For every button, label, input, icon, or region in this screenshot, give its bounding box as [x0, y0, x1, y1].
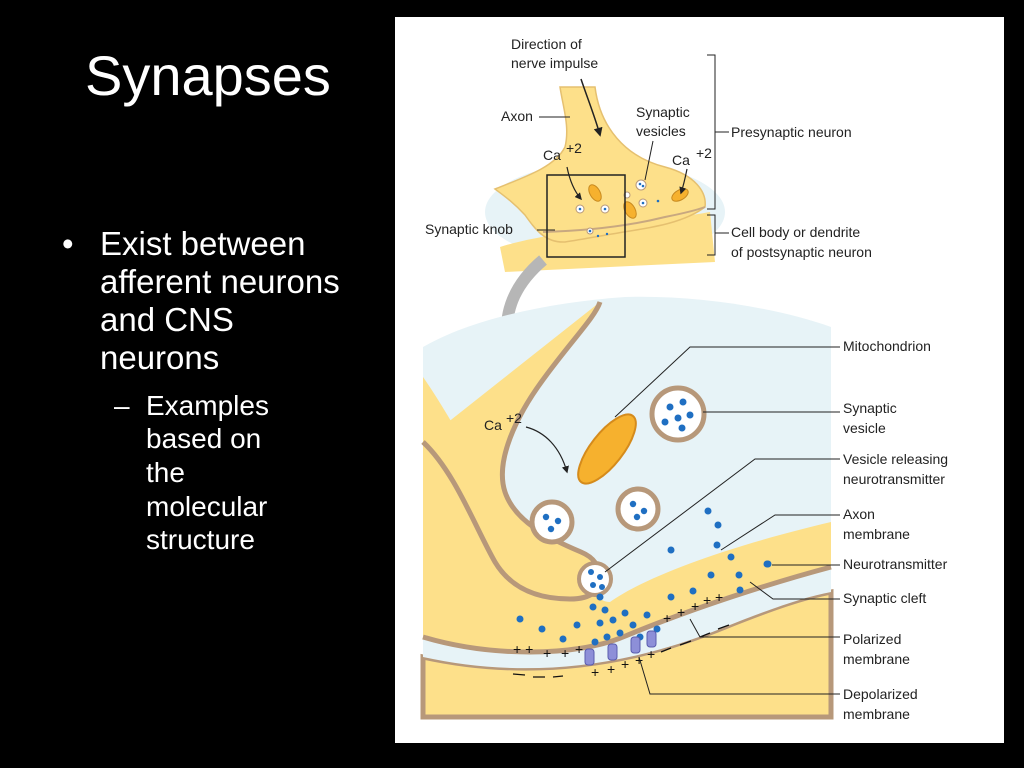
label-releasing-line1: Vesicle releasing	[843, 451, 948, 467]
svg-text:+: +	[691, 598, 699, 614]
vesicle	[649, 385, 707, 443]
detail-synaptic-cleft	[423, 567, 831, 669]
synapse-figure: Direction of nerve impulse Axon Ca +2 Sy…	[395, 17, 1004, 743]
overview-membrane-line	[542, 206, 706, 233]
label-depolarized-line2: membrane	[843, 706, 910, 722]
detail-mitochondrion	[577, 413, 637, 485]
detail-presynaptic-membrane	[422, 564, 832, 655]
label-ca-detail-exp: +2	[506, 410, 522, 426]
label-synaptic-knob: Synaptic knob	[425, 221, 513, 237]
svg-text:+: +	[561, 645, 569, 661]
label-depolarized-line1: Depolarized	[843, 686, 918, 702]
label-synaptic-vesicle-line1: Synaptic	[843, 400, 897, 416]
membrane-charges: + ++++ +++++ +++++	[512, 589, 730, 680]
svg-text:+: +	[663, 610, 671, 626]
sub-bullet-dash: –	[114, 389, 130, 421]
svg-text:+: +	[591, 664, 599, 680]
releasing-vesicle	[577, 561, 613, 597]
overview-labels: Direction of nerve impulse Axon Ca +2 Sy…	[425, 36, 872, 260]
bullet-dot: •	[62, 225, 74, 262]
label-direction-line2: nerve impulse	[511, 55, 598, 71]
label-direction-line1: Direction of	[511, 36, 582, 52]
label-polarized-line2: membrane	[843, 651, 910, 667]
bullet-item: • Exist between afferent neurons and CNS…	[62, 225, 382, 377]
label-presynaptic-neuron: Presynaptic neuron	[731, 124, 852, 140]
label-ca-detail: Ca	[484, 417, 502, 433]
bullet-list: • Exist between afferent neurons and CNS…	[62, 225, 382, 557]
sub-bullet-item: – Examples based on the molecular struct…	[114, 389, 382, 557]
detail-illustration: + ++++ +++++ +++++	[420, 296, 834, 720]
bullet-text: Exist between afferent neurons and CNS n…	[100, 225, 340, 376]
svg-text:+: +	[715, 589, 723, 605]
svg-text:+: +	[607, 661, 615, 677]
label-ca-left-exp: +2	[566, 140, 582, 156]
label-axon-membrane-line1: Axon	[843, 506, 875, 522]
detail-labels: Ca +2 Mitochondrion Synaptic vesicle Ves…	[484, 338, 948, 722]
label-cell-body-line1: Cell body or dendrite	[731, 224, 860, 240]
synapse-diagram: Direction of nerve impulse Axon Ca +2 Sy…	[420, 36, 948, 722]
label-synaptic-vesicle-line2: vesicle	[843, 420, 886, 436]
label-polarized-line1: Polarized	[843, 631, 901, 647]
svg-text:+ +: + +	[513, 641, 533, 657]
slide-title: Synapses	[85, 44, 331, 107]
overview-vesicle-dots	[578, 182, 660, 238]
label-cell-body-line2: of postsynaptic neuron	[731, 244, 872, 260]
label-neurotransmitter: Neurotransmitter	[843, 556, 948, 572]
svg-text:+: +	[575, 641, 583, 657]
label-axon: Axon	[501, 108, 533, 124]
impulse-direction-arrow	[580, 78, 603, 137]
membrane-receptors	[584, 630, 657, 666]
detail-vesicles	[529, 385, 707, 597]
svg-text:+: +	[703, 592, 711, 608]
vesicle	[615, 486, 661, 532]
label-ca-right-exp: +2	[696, 145, 712, 161]
vesicle	[529, 499, 575, 545]
svg-text:+: +	[647, 646, 655, 662]
zoom-box	[546, 174, 626, 258]
svg-text:+: +	[635, 652, 643, 668]
svg-text:+: +	[543, 645, 551, 661]
neurotransmitter-molecules	[516, 398, 772, 661]
label-synaptic-cleft: Synaptic cleft	[843, 590, 926, 606]
label-vesicles-line1: Synaptic	[636, 104, 690, 120]
sub-bullet-text: Examples based on the molecular structur…	[146, 389, 269, 556]
label-ca-left: Ca	[543, 147, 561, 163]
label-vesicles-line2: vesicles	[636, 123, 686, 139]
svg-text:+: +	[677, 604, 685, 620]
label-releasing-line2: neurotransmitter	[843, 471, 945, 487]
label-mitochondrion: Mitochondrion	[843, 338, 931, 354]
label-axon-membrane-line2: membrane	[843, 526, 910, 542]
ca-influx-arrow	[525, 426, 569, 474]
label-ca-right: Ca	[672, 152, 690, 168]
overview-illustration	[485, 78, 725, 359]
svg-text:+: +	[621, 656, 629, 672]
